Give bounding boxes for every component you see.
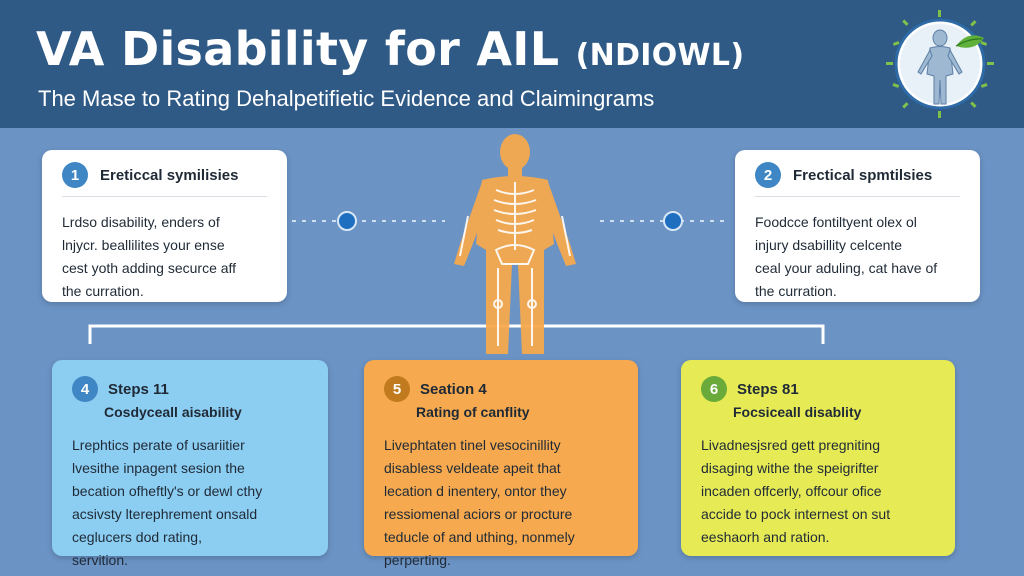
- card-subtitle: Rating of canflity: [416, 404, 530, 420]
- card-text-line: ressiomenal aciors or procture: [384, 506, 573, 522]
- card-text-line: teducle of and uthing, nonmely: [384, 529, 575, 545]
- card-text-line: cest yoth adding securce aff: [62, 260, 237, 276]
- card-text-line: disaging withe the speigrifter: [701, 460, 879, 476]
- connector-node-left: [337, 211, 357, 231]
- step-number-badge: 5: [384, 376, 410, 402]
- card-text-line: disabless veldeate apeit that: [384, 460, 561, 476]
- human-figure-leaf-icon: [886, 10, 994, 118]
- card-text-line: lecation d inentery, ontor they: [384, 483, 567, 499]
- card-text-line: lvesithe inpagent sesion the: [72, 460, 245, 476]
- card-text-line: Livadnesjsred gett pregniting: [701, 437, 881, 453]
- title-suffix: (NDIOWL): [575, 38, 745, 73]
- card-4: 4 Steps 11 Cosdyceall aisability Lrephti…: [52, 360, 328, 568]
- card-title: Seation 4: [420, 380, 487, 398]
- card-subtitle: Cosdyceall aisability: [104, 404, 242, 420]
- card-text-line: Foodcce fontiltyent olex ol: [755, 214, 917, 230]
- page-subtitle: The Mase to Rating Dehalpetifietic Evide…: [38, 86, 655, 111]
- card-text-line: Lrephtics perate of usariitier: [72, 437, 245, 453]
- step-number-badge: 4: [72, 376, 98, 402]
- card-text-line: the curration.: [755, 283, 837, 299]
- card-title: Steps 11: [108, 380, 169, 398]
- card-text-line: acsivsty lterephrement onsald: [72, 506, 258, 522]
- step-number-badge: 2: [755, 162, 781, 188]
- card-title: Frectical spmtilsies: [793, 166, 933, 184]
- card-text-line: ceal your aduling, cat have of: [755, 260, 938, 276]
- card-text-line: Lrdso disability, enders of: [62, 214, 220, 230]
- connector-node-right: [663, 211, 683, 231]
- card-text-line: eeshaorh and ration.: [701, 529, 830, 545]
- card-title: Ereticcal symilisies: [100, 166, 239, 184]
- card-5: 5 Seation 4 Rating of canflity Livephtat…: [364, 360, 638, 568]
- card-divider: [755, 196, 960, 197]
- card-divider: [62, 196, 267, 197]
- card-text-line: the curration.: [62, 283, 144, 299]
- card-text-line: ceglucers dod rating,: [72, 529, 202, 545]
- card-2: 2 Frectical spmtilsies Foodcce fontiltye…: [735, 150, 980, 302]
- skeleton-body-icon: [454, 134, 576, 354]
- page-title: VA Disability for AIL (NDIOWL): [36, 22, 745, 76]
- card-6: 6 Steps 81 Focsiceall disablity Livadnes…: [681, 360, 955, 556]
- card-text-line: incaden offcerly, offcour ofice: [701, 483, 882, 499]
- card-text-line: accide to pock internest on sut: [701, 506, 891, 522]
- card-text-line: lnjycr. beallilites your ense: [62, 237, 225, 253]
- card-subtitle: Focsiceall disablity: [733, 404, 862, 420]
- card-text-line: servition.: [72, 552, 129, 568]
- card-text-line: injury dsabillity celcente: [755, 237, 903, 253]
- card-text-line: perperting.: [384, 552, 451, 568]
- step-number-badge: 1: [62, 162, 88, 188]
- step-number-badge: 6: [701, 376, 727, 402]
- card-title: Steps 81: [737, 380, 799, 398]
- header-banner: VA Disability for AIL (NDIOWL) The Mase …: [0, 0, 1024, 128]
- card-1: 1 Ereticcal symilisies Lrdso disability,…: [42, 150, 287, 302]
- card-text-line: Livephtaten tinel vesocinillity: [384, 437, 561, 453]
- card-text-line: becation ofheftly's or dewl cthy: [72, 483, 263, 499]
